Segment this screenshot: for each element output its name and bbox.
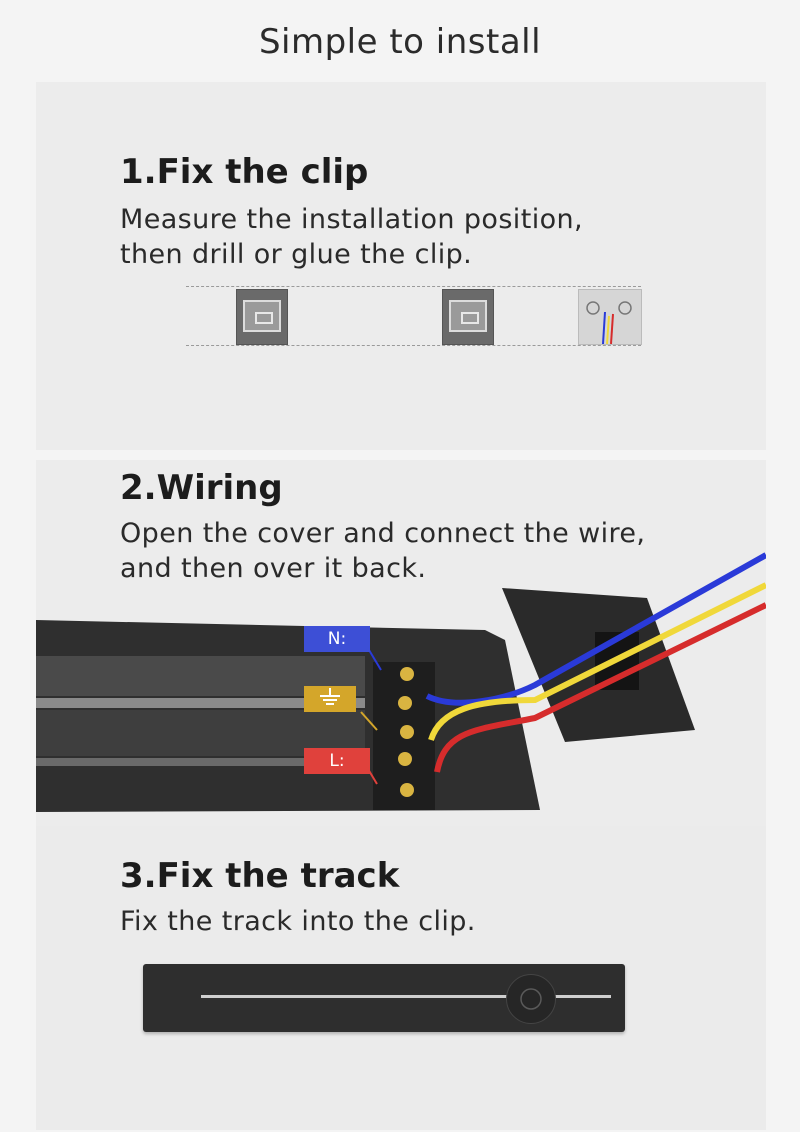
step-3-title: 3.Fix the track [120,856,400,896]
step-1-description: Measure the installation position, then … [120,202,583,272]
step-1-panel: 1.Fix the clip Measure the installation … [36,82,766,450]
junction-box-icon [578,289,642,345]
neutral-tag: N: [304,626,370,652]
step-1-desc-line-2: then drill or glue the clip. [120,239,473,270]
ground-symbol-icon [304,686,356,712]
mounting-clip-icon [442,289,494,345]
step-1-title: 1.Fix the clip [120,152,369,192]
mounting-clip-icon [236,289,288,345]
page-title: Simple to install [258,22,542,62]
step-3-desc-line-1: Fix the track into the clip. [120,906,476,937]
live-tag: L: [304,748,370,774]
step-2-title: 2.Wiring [120,468,283,508]
track-illustration [143,964,625,1032]
wiring-illustration [36,552,766,812]
step-2-description: Open the cover and connect the wire, and… [120,516,645,586]
step-3-panel: 3.Fix the track Fix the track into the c… [36,826,766,1130]
clip-installation-strip [186,286,642,346]
step-1-desc-line-1: Measure the installation position, [120,204,584,235]
screw-terminal-icon [398,667,414,797]
step-3-description: Fix the track into the clip. [120,904,476,939]
step-2-panel: 2.Wiring Open the cover and connect the … [36,460,766,830]
step-2-desc-line-2: and then over it back. [120,553,427,584]
step-2-desc-line-1: Open the cover and connect the wire, [120,518,646,549]
track-connector-icon [506,974,556,1024]
track-slot [201,995,611,998]
